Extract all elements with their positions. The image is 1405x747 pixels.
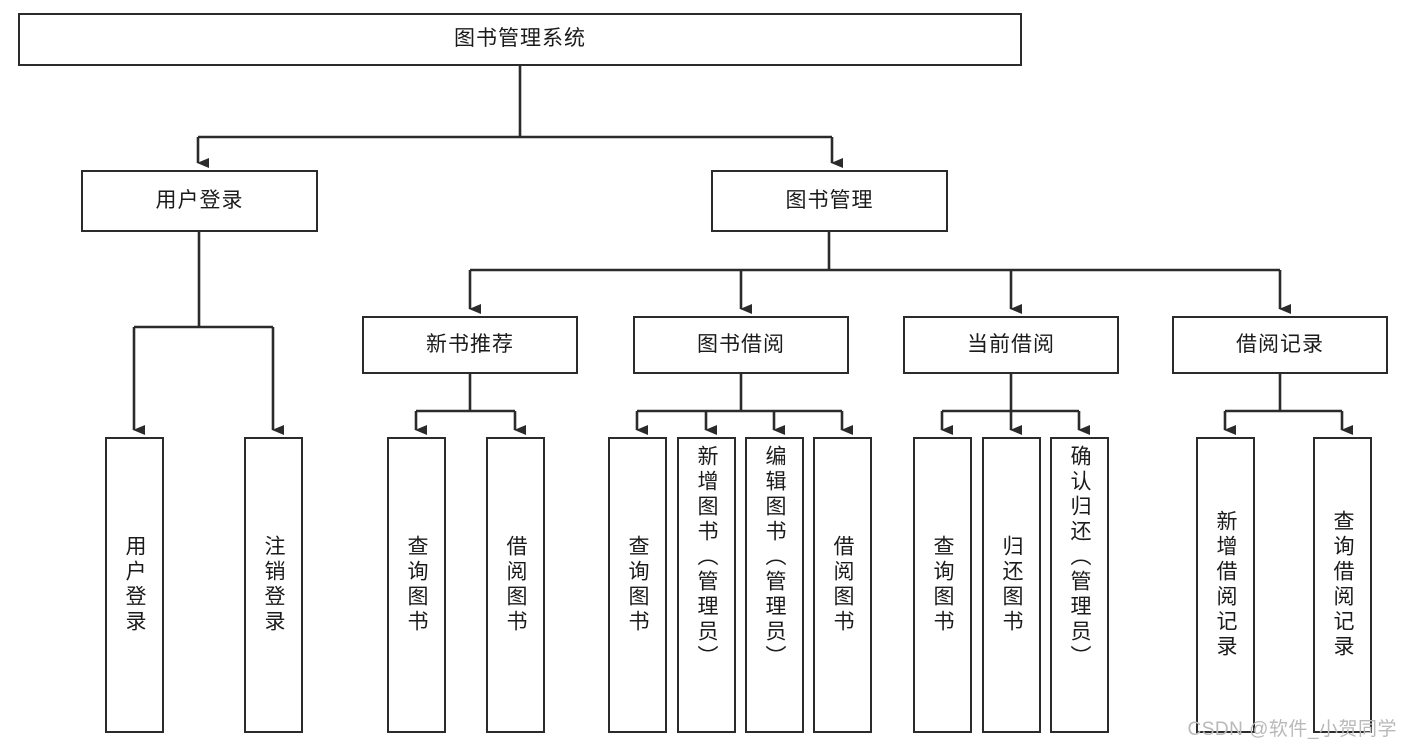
leaf-node-label: 查询图书 bbox=[931, 535, 954, 635]
node-current-borrow-label: 当前借阅 bbox=[967, 332, 1055, 356]
leaf-node-label: 查询图书 bbox=[405, 535, 428, 635]
node-root[interactable]: 图书管理系统 bbox=[18, 13, 1022, 66]
node-user-login-label: 用户登录 bbox=[155, 188, 244, 212]
leaf-node-label: 归还图书 bbox=[1000, 535, 1023, 635]
leaf-node[interactable]: 注销登录 bbox=[244, 437, 303, 733]
node-current-borrow[interactable]: 当前借阅 bbox=[903, 316, 1119, 374]
leaf-node[interactable]: 借阅图书 bbox=[486, 437, 545, 733]
node-book-borrow-label: 图书借阅 bbox=[697, 332, 785, 356]
leaf-node-label: 查询借阅记录 bbox=[1331, 510, 1354, 660]
leaf-node-label: 借阅图书 bbox=[504, 535, 527, 635]
leaf-node[interactable]: 查询图书 bbox=[387, 437, 446, 733]
node-borrow-records-label: 借阅记录 bbox=[1236, 332, 1324, 356]
leaf-node[interactable]: 借阅图书 bbox=[813, 437, 872, 733]
node-new-book-recommend[interactable]: 新书推荐 bbox=[362, 316, 578, 374]
leaf-node[interactable]: 查询借阅记录 bbox=[1313, 437, 1372, 733]
leaf-node[interactable]: 归还图书 bbox=[982, 437, 1041, 733]
leaf-node-label: 借阅图书 bbox=[831, 535, 854, 635]
leaf-node[interactable]: 新增借阅记录 bbox=[1196, 437, 1255, 733]
leaf-node[interactable]: 确认归还（管理员） bbox=[1050, 437, 1109, 733]
leaf-node-label: 新增图书（管理员） bbox=[695, 445, 718, 670]
leaf-node-label: 查询图书 bbox=[626, 535, 649, 635]
leaf-node-label: 用户登录 bbox=[123, 535, 146, 635]
leaf-node-label: 注销登录 bbox=[262, 535, 285, 635]
node-borrow-records[interactable]: 借阅记录 bbox=[1172, 316, 1388, 374]
node-book-management[interactable]: 图书管理 bbox=[711, 170, 948, 232]
leaf-node-label: 确认归还（管理员） bbox=[1068, 445, 1091, 670]
node-book-management-label: 图书管理 bbox=[785, 188, 874, 212]
leaf-node-label: 编辑图书（管理员） bbox=[763, 445, 786, 670]
leaf-node[interactable]: 用户登录 bbox=[105, 437, 164, 733]
leaf-node[interactable]: 编辑图书（管理员） bbox=[745, 437, 804, 733]
watermark: CSDN @软件_小贺同学 bbox=[1187, 719, 1397, 740]
node-book-borrow[interactable]: 图书借阅 bbox=[633, 316, 849, 374]
node-root-label: 图书管理系统 bbox=[454, 27, 586, 51]
node-user-login[interactable]: 用户登录 bbox=[81, 170, 318, 232]
leaf-node[interactable]: 查询图书 bbox=[608, 437, 667, 733]
leaf-node-label: 新增借阅记录 bbox=[1214, 510, 1237, 660]
leaf-node[interactable]: 查询图书 bbox=[913, 437, 972, 733]
node-new-book-recommend-label: 新书推荐 bbox=[426, 332, 514, 356]
leaf-node[interactable]: 新增图书（管理员） bbox=[677, 437, 736, 733]
